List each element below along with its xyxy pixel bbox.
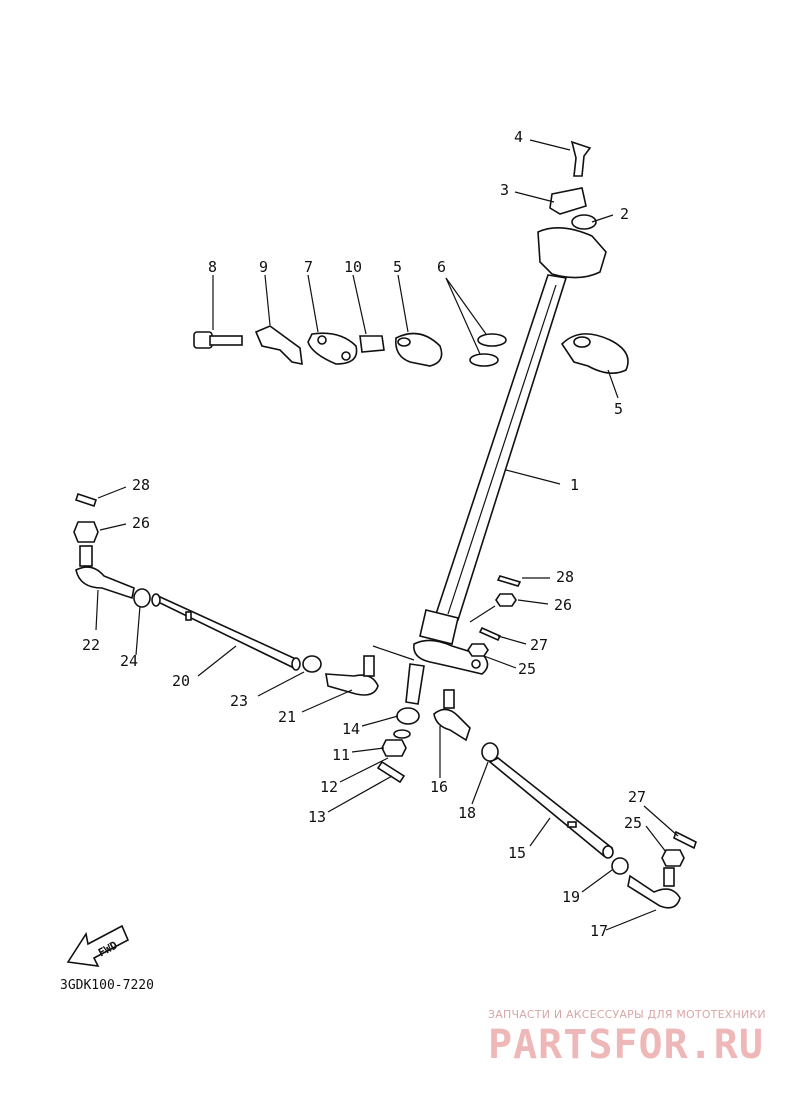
steering-shaft <box>405 274 568 705</box>
callout-6: 6 <box>437 258 446 276</box>
top-clamp <box>537 140 607 279</box>
callout-16: 16 <box>430 778 448 796</box>
diagram-code: 3GDK100-7220 <box>60 978 154 993</box>
callout-17: 17 <box>590 922 608 940</box>
shaft-holder-right <box>560 333 629 374</box>
callout-27-right: 27 <box>628 788 646 806</box>
callout-21: 21 <box>278 708 296 726</box>
fwd-arrow: FWD <box>66 924 130 967</box>
callout-14: 14 <box>342 720 360 738</box>
callout-3: 3 <box>500 181 509 199</box>
callout-23: 23 <box>230 692 248 710</box>
callout-25-right: 25 <box>624 814 642 832</box>
callout-1: 1 <box>570 476 579 494</box>
callout-5-right: 5 <box>614 400 623 418</box>
callout-labels: 1 2 3 4 5 5 6 7 8 9 10 11 12 13 14 15 16… <box>82 128 646 940</box>
tie-rod-left <box>73 492 379 696</box>
callout-26-left: 26 <box>132 514 150 532</box>
callout-10: 10 <box>344 258 362 276</box>
callout-19: 19 <box>562 888 580 906</box>
tie-rod-right <box>433 689 697 909</box>
callout-28-center: 28 <box>556 568 574 586</box>
watermark-subtitle: ЗАПЧАСТИ И АКСЕССУАРЫ ДЛЯ МОТОТЕХНИКИ <box>488 1008 766 1021</box>
callout-20: 20 <box>172 672 190 690</box>
callout-4: 4 <box>514 128 523 146</box>
callout-12: 12 <box>320 778 338 796</box>
callout-22: 22 <box>82 636 100 654</box>
callout-11: 11 <box>332 746 350 764</box>
callout-13: 13 <box>308 808 326 826</box>
callout-9: 9 <box>259 258 268 276</box>
callout-15: 15 <box>508 844 526 862</box>
callout-25-center: 25 <box>518 660 536 678</box>
callout-5-left: 5 <box>393 258 402 276</box>
callout-26-center: 26 <box>554 596 572 614</box>
holder-parts-left <box>193 325 507 367</box>
callout-24: 24 <box>120 652 138 670</box>
callout-2: 2 <box>620 205 629 223</box>
callout-27-center: 27 <box>530 636 548 654</box>
callout-28-left: 28 <box>132 476 150 494</box>
watermark-brand: PARTSFOR.RU <box>488 1022 764 1068</box>
callout-8: 8 <box>208 258 217 276</box>
callout-18: 18 <box>458 804 476 822</box>
callout-7: 7 <box>304 258 313 276</box>
leader-lines <box>95 139 679 931</box>
